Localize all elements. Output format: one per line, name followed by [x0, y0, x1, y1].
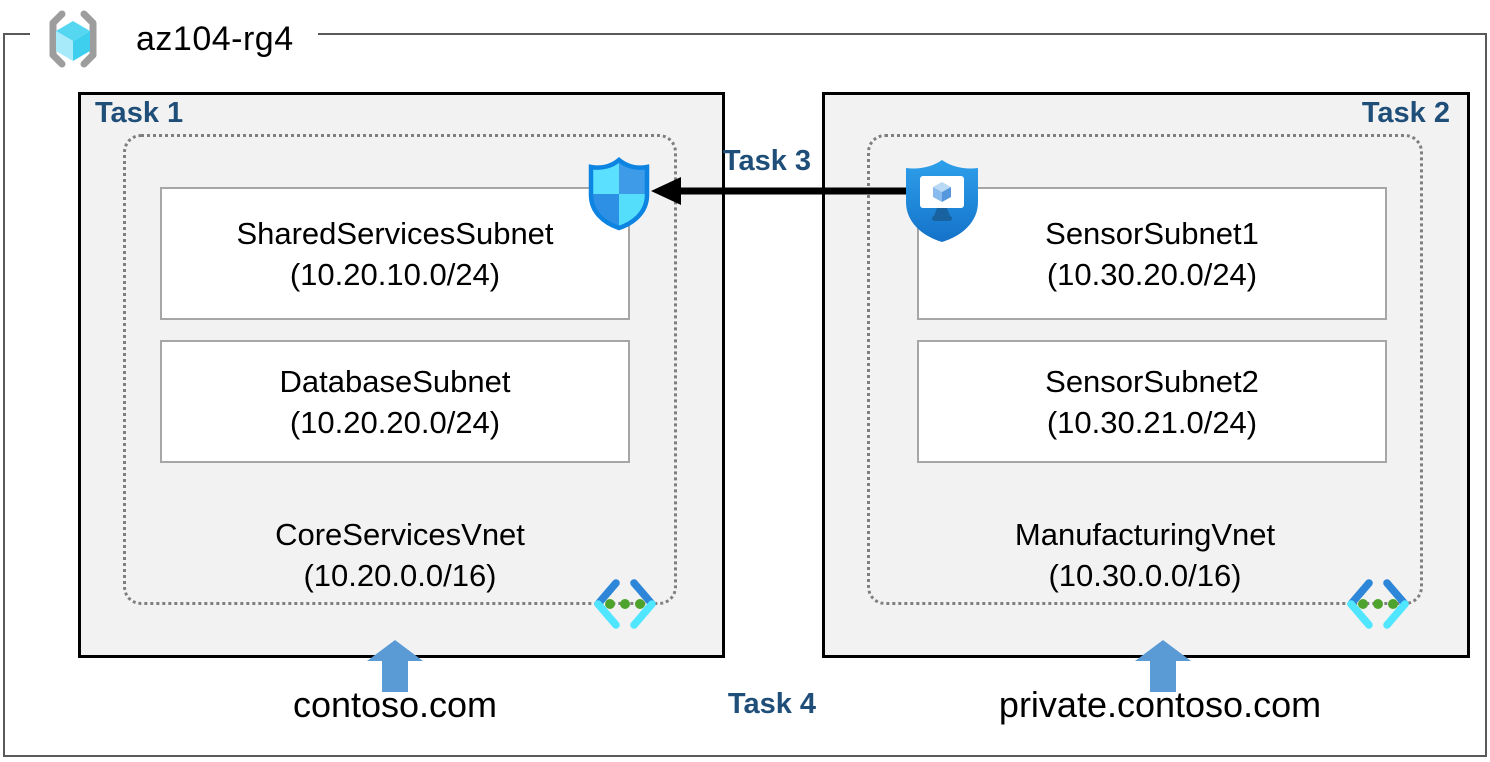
subnet-name: SharedServicesSubnet	[236, 215, 554, 251]
subnet-cidr: (10.20.20.0/24)	[289, 404, 501, 440]
subnet-name: SensorSubnet1	[1045, 215, 1259, 251]
dns-up-arrow	[1135, 640, 1191, 692]
resource-group-icon	[49, 10, 97, 68]
vnet-name: ManufacturingVnet	[1014, 517, 1276, 552]
subnet-sensor1: SensorSubnet1 (10.30.20.0/24)	[917, 187, 1387, 320]
vnet-manufacturing-label: ManufacturingVnet (10.30.0.0/16)	[867, 514, 1423, 596]
subnet-name: DatabaseSubnet	[279, 363, 511, 399]
task2-label: Task 2	[1361, 97, 1450, 129]
vnet-cidr: (10.20.0.0/16)	[303, 558, 497, 593]
subnet-sharedservices: SharedServicesSubnet (10.20.10.0/24)	[160, 187, 630, 320]
subnet-cidr: (10.20.10.0/24)	[289, 256, 501, 292]
dns-zone-private-contoso: private.contoso.com	[998, 684, 1322, 725]
task4-label: Task 4	[727, 688, 817, 720]
network-security-group-icon	[588, 157, 650, 231]
vnet-boundary-coreservices	[123, 134, 677, 605]
resource-group-frame	[3, 33, 1487, 757]
resource-group-header: az104-rg4	[30, 0, 318, 78]
subnet-cidr: (10.30.20.0/24)	[1046, 256, 1258, 292]
vnet-coreservices-label: CoreServicesVnet (10.20.0.0/16)	[123, 514, 677, 596]
vnet-name: CoreServicesVnet	[275, 517, 525, 552]
virtual-network-icon	[1347, 579, 1409, 629]
task1-label: Task 1	[95, 97, 184, 129]
resource-group-name: az104-rg4	[136, 19, 294, 58]
vnet-cidr: (10.30.0.0/16)	[1048, 558, 1242, 593]
vnet-boundary-manufacturing	[867, 134, 1423, 605]
bastion-icon	[906, 160, 978, 242]
subnet-sensor2: SensorSubnet2 (10.30.21.0/24)	[917, 340, 1387, 463]
task3-label: Task 3	[722, 145, 812, 177]
subnet-database: DatabaseSubnet (10.20.20.0/24)	[160, 340, 630, 463]
dns-zone-contoso: contoso.com	[292, 684, 498, 725]
dns-up-arrow	[367, 640, 423, 692]
peering-arrow	[651, 177, 945, 205]
subnet-cidr: (10.30.21.0/24)	[1046, 404, 1258, 440]
virtual-network-icon	[594, 579, 656, 629]
subnet-name: SensorSubnet2	[1045, 363, 1259, 399]
